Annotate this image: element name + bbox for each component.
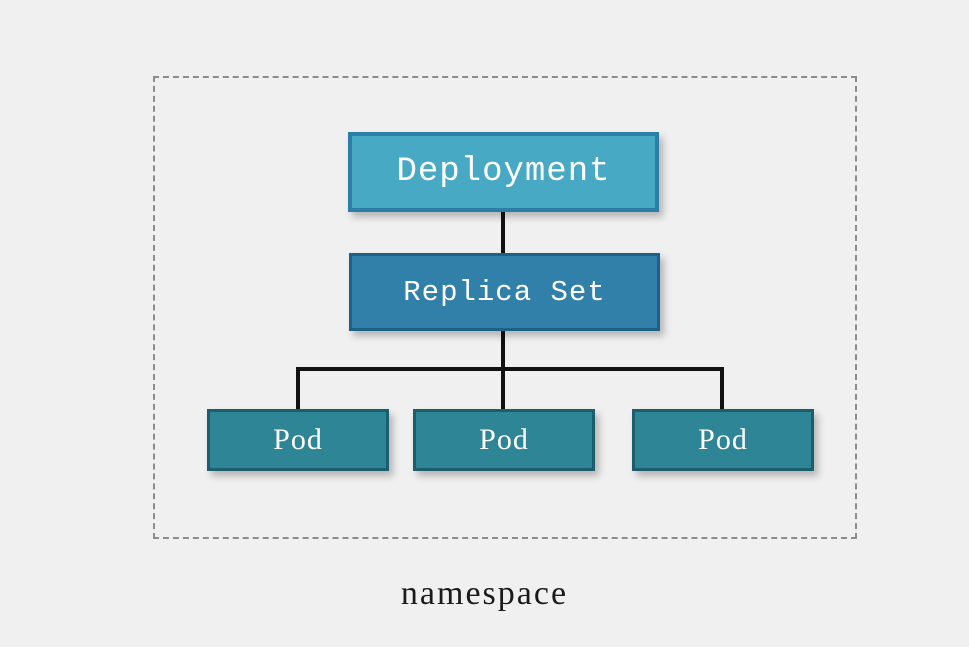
namespace-caption: namespace [400, 575, 569, 612]
node-replicaset[interactable]: Replica Set [349, 253, 660, 331]
node-pod-3[interactable]: Pod [632, 409, 814, 471]
node-pod-1-label: Pod [273, 423, 323, 456]
node-pod-2-label: Pod [479, 423, 529, 456]
node-deployment[interactable]: Deployment [348, 132, 659, 212]
node-deployment-label: Deployment [396, 153, 611, 191]
node-pod-2[interactable]: Pod [413, 409, 595, 471]
node-pod-1[interactable]: Pod [207, 409, 389, 471]
namespace-boundary [153, 76, 857, 539]
node-replicaset-label: Replica Set [403, 275, 606, 309]
node-pod-3-label: Pod [698, 423, 748, 456]
